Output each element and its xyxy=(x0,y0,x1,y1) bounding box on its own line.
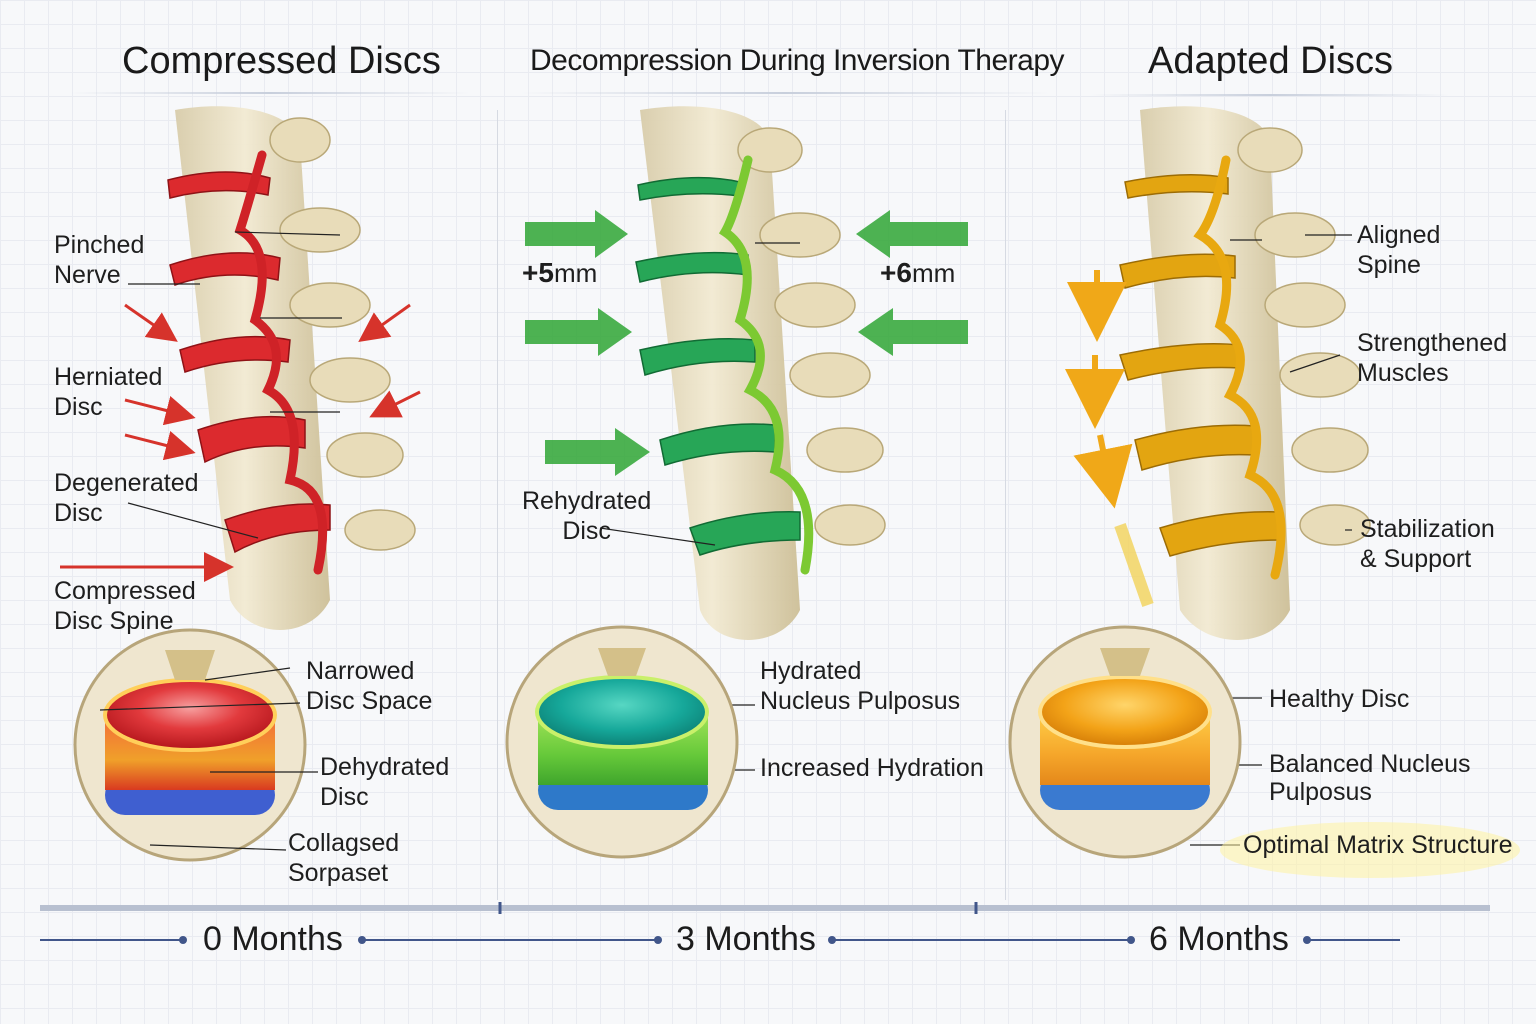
panel-title-decompression: Decompression During Inversion Therapy xyxy=(530,44,1065,77)
title-underline xyxy=(1090,94,1450,96)
timeline-stage-0: 0 Months xyxy=(203,920,343,958)
label-hydrated-nucleus: Hydrated Nucleus Pulposus xyxy=(760,657,961,715)
label-compressed-spine: Compressed Disc Spine xyxy=(54,577,196,635)
label-stabilization: Stabilization & Support xyxy=(1360,515,1495,573)
panel-title-adapted: Adapted Discs xyxy=(1148,40,1394,82)
title-underline xyxy=(70,92,470,94)
label-healthy-disc: Healthy Disc xyxy=(1269,685,1410,713)
label-gain-right: +6mm xyxy=(880,257,956,289)
timeline-track xyxy=(40,902,1490,944)
label-pinched-nerve: Pinched Nerve xyxy=(54,231,145,289)
label-narrowed-space: Narrowed Disc Space xyxy=(306,657,433,715)
spine-compressed xyxy=(60,106,421,862)
spine-decompression xyxy=(505,106,968,859)
label-degenerated-disc: Degenerated Disc xyxy=(54,469,199,527)
label-balanced-nucleus: Balanced Nucleus Pulposus xyxy=(1269,750,1471,806)
label-herniated-disc: Herniated Disc xyxy=(54,363,163,421)
title-underline xyxy=(520,92,1050,94)
label-gain-left: +5mm xyxy=(522,257,598,289)
label-optimal-matrix: Optimal Matrix Structure xyxy=(1243,831,1513,859)
label-increased-hydration: Increased Hydration xyxy=(760,754,984,782)
panel-title-compressed: Compressed Discs xyxy=(122,40,441,82)
label-dehydrated-disc: Dehydrated Disc xyxy=(320,753,450,811)
label-collapsed-core: Collagsed Sorpaset xyxy=(288,829,400,887)
panel-divider xyxy=(1005,110,1006,900)
label-rehydrated-disc: Rehydrated Disc xyxy=(522,487,652,545)
timeline-stage-6: 6 Months xyxy=(1149,920,1289,958)
label-aligned-spine: Aligned Spine xyxy=(1357,221,1441,279)
label-strengthened-muscles: Strengthened Muscles xyxy=(1357,329,1508,387)
panel-divider xyxy=(497,110,498,900)
spine-adapted xyxy=(1008,106,1520,878)
timeline-stage-3: 3 Months xyxy=(676,920,816,958)
